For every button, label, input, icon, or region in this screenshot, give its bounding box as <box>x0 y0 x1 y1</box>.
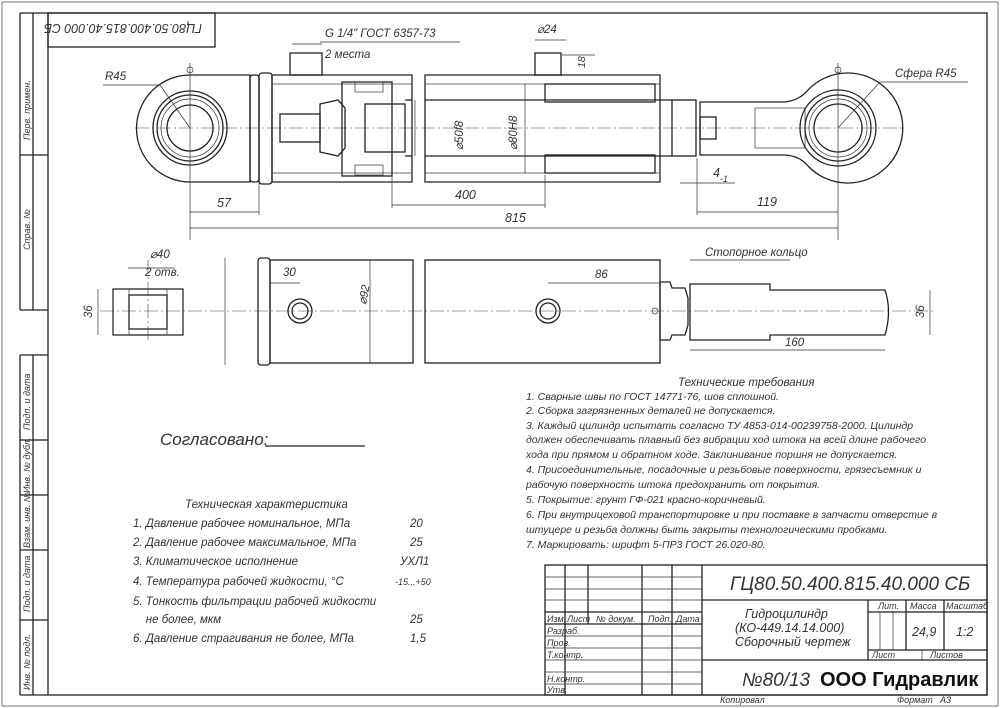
drawing-type: Сборочный чертеж <box>735 635 852 649</box>
side-label: Взам. инв. № <box>22 492 32 548</box>
spec-value: 1,5 <box>410 633 427 645</box>
doc-number: ГЦ80.50.400.815.40.000 СБ <box>730 574 970 595</box>
bore-dia-label: ⌀80H8 <box>508 115 520 150</box>
dim-86: 86 <box>595 269 608 281</box>
tech-requirements: Технические требования 1. Сварные швы по… <box>525 377 938 551</box>
tech-req-title: Технические требования <box>678 377 815 389</box>
places-label: 2 места <box>324 49 370 61</box>
spec-value: 25 <box>409 537 423 549</box>
col-header: Подп. <box>648 614 672 624</box>
col-header: Изм. <box>547 614 566 624</box>
retaining-ring-label: Стопорное кольцо <box>705 247 808 259</box>
side-label: Подп. и дата <box>22 556 32 612</box>
dim-36-left: 36 <box>83 305 95 318</box>
row-label: Т.контр. <box>547 650 583 660</box>
approval-label: Согласовано: <box>160 430 269 449</box>
dim-30: 30 <box>283 267 296 279</box>
spec-value: УХЛ1 <box>399 556 429 568</box>
tech-req-line: должен обеспечивать плавный без вибрации… <box>526 434 926 446</box>
rotated-stamp: ГЦ80.50.400.815.40.000 СБ <box>44 21 202 35</box>
title-block <box>544 564 988 696</box>
drawing-name: Гидроцилиндр <box>745 607 828 621</box>
spec-label: 2. Давление рабочее максимальное, МПа <box>132 537 356 549</box>
mass-label: Масса <box>910 601 937 611</box>
spec-value: 25 <box>409 614 423 626</box>
spec-label: не более, мкм <box>133 614 221 626</box>
title-block-text: ГЦ80.50.400.815.40.000 СБ Гидроцилиндр (… <box>546 574 989 705</box>
tech-req-line: штуцере и резьба должны быть закрыты тех… <box>526 524 887 536</box>
side-label: Инв. № подл. <box>22 634 32 690</box>
scale-label: Масштаб <box>946 601 989 611</box>
spec-value: -15...+50 <box>395 577 431 587</box>
row-label: Разраб. <box>547 626 580 636</box>
tech-req-line: рабочую поверхность штока предохранить о… <box>525 479 820 491</box>
rod-dia-label: ⌀50f8 <box>454 120 466 150</box>
tech-req-line: 2. Сборка загрязненных деталей не допуск… <box>525 405 775 417</box>
col-header: № докум. <box>596 614 636 624</box>
side-label: Справ. № <box>22 209 32 250</box>
side-labels: Перв. примен. Справ. № Подп. и дата Инв.… <box>22 80 32 690</box>
scale-value: 1:2 <box>956 625 973 639</box>
thread-label: G 1/4" ГОСТ 6357-73 <box>325 28 436 40</box>
tech-req-line: 6. При внутрицеховой транспортировке и п… <box>526 509 938 521</box>
tech-req-line: 7. Маркировать: шрифт 5-ПР3 ГОСТ 26.020-… <box>526 539 766 551</box>
spec-label: 5. Тонкость фильтрации рабочей жидкости <box>133 596 377 608</box>
format-value: А3 <box>939 695 951 705</box>
radius-label: R45 <box>105 71 127 83</box>
dim-4: 4-1 <box>713 166 728 184</box>
side-view-labels: ⌀40 2 отв. 36 30 ⌀92 86 Стопорное кольцо… <box>83 247 927 349</box>
tech-req-line: 3. Каждый цилиндр испытать согласно ТУ 4… <box>526 420 913 432</box>
lit-label: Лит. <box>877 601 899 611</box>
tech-specs-title: Техническая характеристика <box>185 499 348 511</box>
dim-4-tolerance: -1 <box>720 174 728 184</box>
side-label: Инв. № дубл. <box>22 438 32 493</box>
col-header: Дата <box>675 614 700 624</box>
dim-160: 160 <box>785 337 805 349</box>
tech-req-line: 1. Сварные швы по ГОСТ 14771-76, шов спл… <box>526 391 779 403</box>
spec-label: 3. Климатическое исполнение <box>133 556 298 568</box>
row-label: Утв. <box>546 685 567 695</box>
tech-req-line: 4. Присоединительные, посадочные и резьб… <box>526 464 922 476</box>
format-label: Формат <box>897 695 933 705</box>
sphere-label: Сфера R45 <box>895 68 957 80</box>
spec-value: 20 <box>409 518 423 530</box>
holes-count-label: 2 отв. <box>144 267 180 279</box>
side-label: Перв. примен. <box>22 80 32 140</box>
row-label: Н.контр. <box>547 674 585 684</box>
drawing-code: (КО-449.14.14.000) <box>735 621 844 635</box>
copied-label: Копировал <box>720 695 765 705</box>
company-name: ООО Гидравлик <box>820 669 979 691</box>
sheets-label: Листов <box>929 650 963 660</box>
row-label: Пров. <box>547 638 571 648</box>
dim-36-right: 36 <box>915 305 927 318</box>
dim-4-value: 4 <box>713 166 720 180</box>
dim-57: 57 <box>217 196 232 210</box>
holes-dia-label: ⌀40 <box>150 249 170 261</box>
side-label: Подп. и дата <box>22 374 32 430</box>
port-dia-label: ⌀24 <box>537 24 557 36</box>
section-view-labels: G 1/4" ГОСТ 6357-73 2 места R45 Сфера R4… <box>105 24 957 225</box>
port-height-label: 18 <box>576 56 588 68</box>
sheet-label: Лист <box>871 650 896 660</box>
spec-label: 1. Давление рабочее номинальное, МПа <box>133 518 350 530</box>
tech-specs: Техническая характеристика 1. Давление р… <box>132 499 431 645</box>
col-header: Лист <box>566 614 591 624</box>
spec-label: 4. Температура рабочей жидкости, °С <box>133 576 344 588</box>
tech-req-line: хода при прямом и обратном ходе. Заклини… <box>525 449 897 461</box>
drawing-no: №80/13 <box>742 670 811 691</box>
dim-815: 815 <box>505 211 526 225</box>
dim-400: 400 <box>455 188 476 202</box>
mass-value: 24,9 <box>911 625 936 639</box>
dia-92-label: ⌀92 <box>357 283 372 305</box>
cylinder-side-view <box>97 257 935 366</box>
spec-label: 6. Давление страгивания не более, МПа <box>133 633 354 645</box>
tech-req-line: 5. Покрытие: грунт ГФ-021 красно-коричне… <box>526 494 766 506</box>
dim-119: 119 <box>757 195 777 209</box>
cylinder-section-view <box>103 39 968 240</box>
